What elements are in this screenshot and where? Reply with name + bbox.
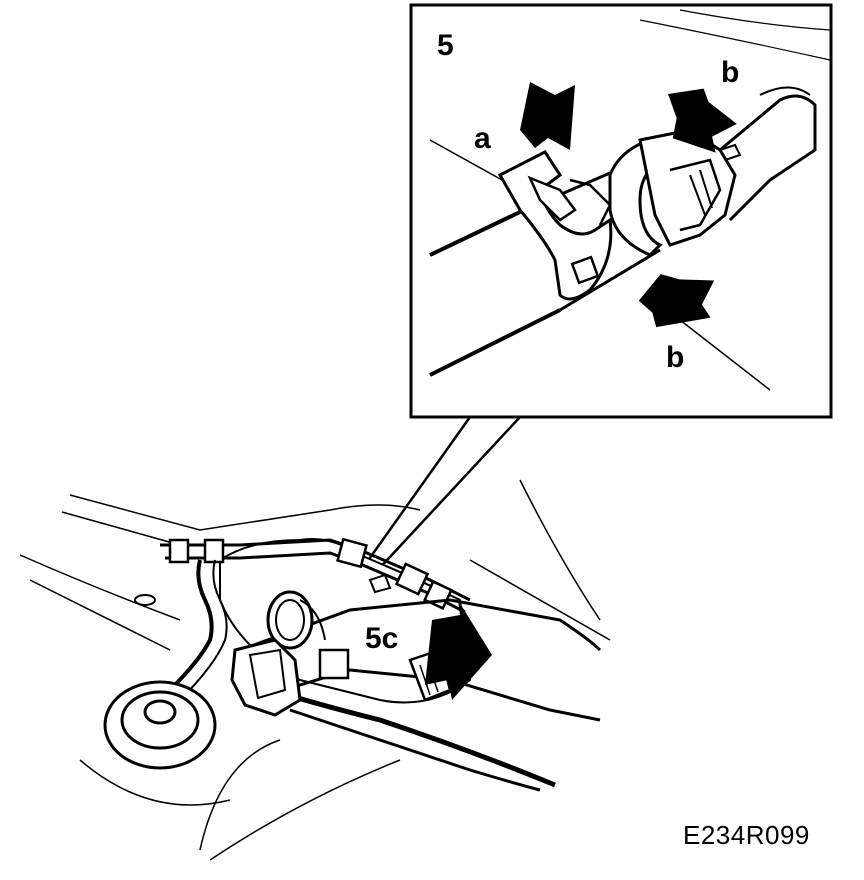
label-a: a bbox=[474, 122, 491, 155]
detail-inset: 5 a b b bbox=[338, 3, 833, 601]
arrow-a bbox=[520, 82, 575, 150]
label-b-bottom: b bbox=[666, 341, 684, 374]
arrow-5c bbox=[425, 600, 492, 700]
step-label: 5 bbox=[437, 29, 454, 62]
figure-code: E234R099 bbox=[683, 820, 810, 850]
bg-contour-1 bbox=[639, 19, 831, 61]
filler-cap bbox=[103, 680, 217, 770]
arrow-b-top bbox=[667, 88, 737, 153]
connector-coupling bbox=[608, 128, 742, 257]
label-b-top: b bbox=[721, 56, 739, 89]
body-outline-1 bbox=[69, 494, 421, 531]
clip-a bbox=[497, 150, 613, 301]
main-hose bbox=[230, 573, 602, 792]
main-view: 5c bbox=[19, 479, 611, 861]
label-5c: 5c bbox=[365, 622, 398, 655]
filler-pipe bbox=[168, 559, 214, 692]
bg-contour-2 bbox=[679, 9, 831, 31]
arrow-b-bottom bbox=[638, 274, 715, 328]
